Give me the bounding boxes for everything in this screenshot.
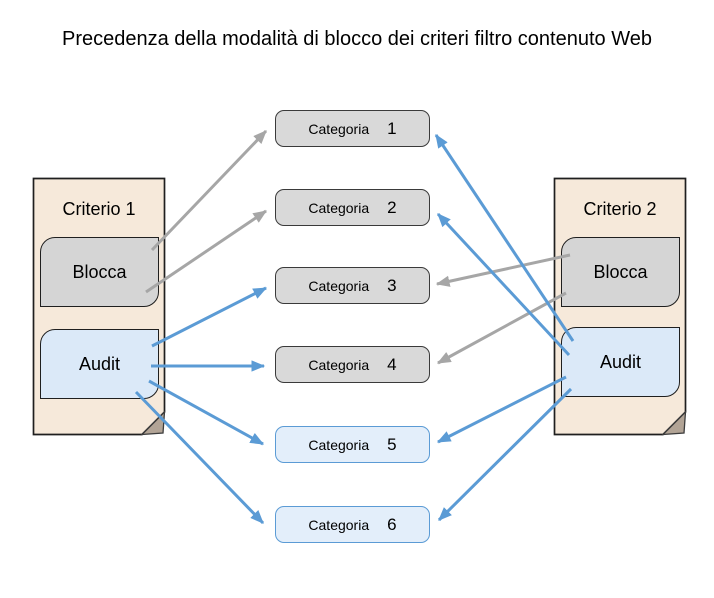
arrow-criterio2-blocca-to-categoria-4 [436,291,567,365]
category-label: Categoria [308,277,370,294]
audit-mode-label: Audit [599,351,642,372]
audit-mode-box-criterio2: Audit [561,327,680,397]
block-mode-box-criterio2: Blocca [561,237,680,307]
arrow-criterio1-audit-to-categoria-3 [151,286,268,348]
category-label: Categoria [308,516,370,533]
diagram-title: Precedenza della modalità di blocco dei … [62,28,652,50]
category-number: 3 [387,275,397,295]
arrow-criterio1-audit-to-categoria-5 [148,379,265,446]
arrow-criterio1-blocca-to-categoria-1 [150,129,268,252]
category-label: Categoria [308,120,370,137]
block-mode-label: Blocca [72,261,127,282]
category-label: Categoria [308,436,370,453]
policy-document-criterio2: Criterio 2 Blocca Audit [553,177,687,436]
category-box-1: Categoria 1 [275,110,430,147]
audit-mode-box-criterio1: Audit [40,329,159,399]
category-box-4: Categoria 4 [275,346,430,383]
category-box-3: Categoria 3 [275,267,430,304]
category-box-6: Categoria 6 [275,506,430,543]
policy-title-criterio2: Criterio 2 [583,199,657,219]
block-mode-label: Blocca [593,261,648,282]
page-fold-icon [661,410,687,436]
category-number: 5 [387,434,397,454]
category-number: 4 [387,354,397,374]
category-label: Categoria [308,356,370,373]
arrow-criterio2-audit-to-categoria-5 [436,375,567,444]
arrow-criterio2-audit-to-categoria-2 [436,212,571,357]
category-box-5: Categoria 5 [275,426,430,463]
category-number: 6 [387,514,397,534]
policy-document-criterio1: Criterio 1 Blocca Audit [32,177,166,436]
category-label: Categoria [308,199,370,216]
block-mode-box-criterio1: Blocca [40,237,159,307]
arrow-criterio2-blocca-to-categoria-3 [435,253,571,287]
category-number: 2 [387,197,397,217]
audit-mode-label: Audit [78,353,121,374]
policy-title-criterio1: Criterio 1 [62,199,136,219]
category-number: 1 [387,118,397,138]
arrow-criterio2-audit-to-categoria-6 [437,387,573,522]
category-box-2: Categoria 2 [275,189,430,226]
